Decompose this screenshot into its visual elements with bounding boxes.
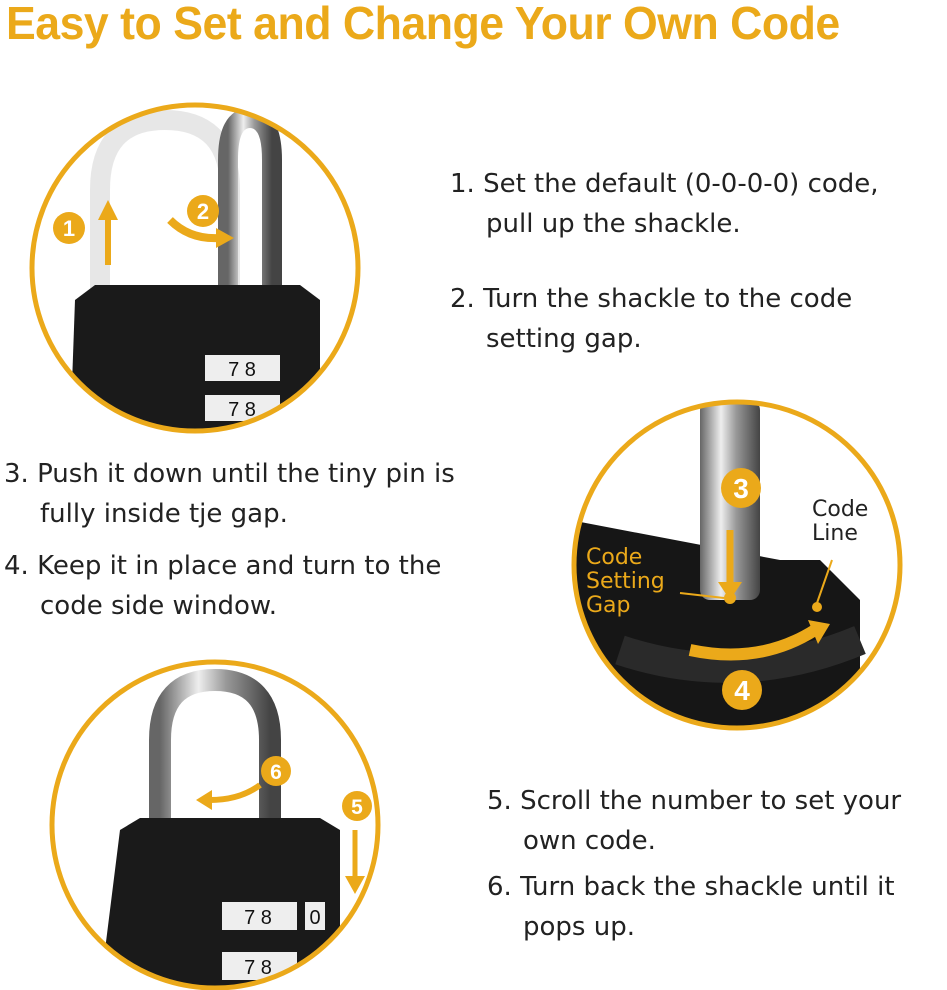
page-title: Easy to Set and Change Your Own Code [6,0,840,49]
dial-text: 7 8 [244,907,272,929]
dial-text: 0 [309,907,320,929]
badge-1: 1 [63,216,75,241]
step-4-text: 4. Keep it in place and turn to the code… [4,546,441,626]
badge-2: 2 [197,199,209,224]
code-line-label: Code Line [812,498,868,546]
dial-text: 7 8 [244,957,272,979]
step-5-text: 5. Scroll the number to set your own cod… [487,781,901,861]
step-line: pull up the shackle. [486,209,741,239]
step-line: 4. Keep it in place and turn to the [4,551,442,581]
step-line: 5. Scroll the number to set your [487,786,902,816]
code-line-label-line: Code [812,497,869,522]
step-6-text: 6. Turn back the shackle until it pops u… [487,867,895,947]
badge-5: 5 [351,796,363,819]
code-line-label-line: Line [812,521,858,546]
step-line: 2. Turn the shackle to the code [450,284,853,314]
step-line: 3. Push it down until the tiny pin is [4,459,455,489]
dial-text: 7 8 [228,399,256,421]
step-line: 1. Set the default (0-0-0-0) code, [450,169,879,199]
step-line: pops up. [523,912,635,942]
badge-6: 6 [270,761,282,784]
step-line: fully inside tje gap. [40,499,288,529]
code-setting-gap-label: Code Setting Gap [586,546,665,618]
step-line: 6. Turn back the shackle until it [487,872,895,902]
dial-text: 7 8 [228,359,256,381]
gap-label-line: Code [586,545,643,570]
step-3-4-circle [574,402,866,728]
gap-label-line: Gap [586,593,631,618]
step-1-2-circle: 7 8 7 8 [70,107,320,431]
step-line: own code. [523,826,656,856]
step-line: setting gap. [486,324,642,354]
badge-4: 4 [734,675,750,706]
step-line: code side window. [40,591,278,621]
step-1-text: 1. Set the default (0-0-0-0) code, pull … [450,164,879,244]
step-5-6-circle: 7 8 7 8 0 [100,668,365,988]
step-3-text: 3. Push it down until the tiny pin is fu… [4,454,455,534]
step-2-text: 2. Turn the shackle to the code setting … [450,279,852,359]
gap-label-line: Setting [586,569,665,594]
badge-3: 3 [733,473,749,504]
